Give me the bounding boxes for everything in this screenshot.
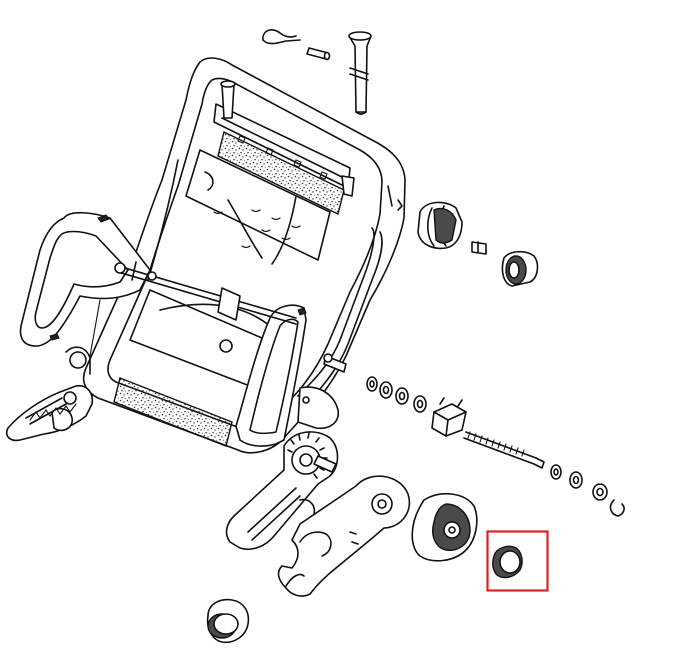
lower-mounting-bracket [277,475,411,597]
highlighted-cap [491,545,523,579]
left-side-bracket [19,211,151,347]
bearing-block [431,397,467,437]
threaded-spindle [463,431,545,469]
left-spring [29,299,101,421]
backrest-frame [82,57,406,454]
lower-cushion-pad [113,377,233,447]
right-side-bracket [235,304,307,447]
locating-pin [306,47,331,61]
retaining-clip [262,29,301,45]
recliner-gear-plate [225,431,339,551]
cross-rod [114,261,297,325]
headrest-guide-sleeve [348,31,372,115]
mechanism-cover-shell [411,493,478,562]
release-lever-cap [417,201,463,250]
left-hinge-plate [5,346,94,442]
highlight-box [486,530,549,592]
spindle-washers [550,464,625,517]
headrest-guide-left [220,80,236,119]
washer-stack [366,376,427,413]
small-plug [471,241,487,255]
headrest-guide-right [341,175,355,197]
knob-handle [501,250,539,287]
upper-cushion-pad [217,130,345,216]
round-cover-cap [206,598,250,644]
